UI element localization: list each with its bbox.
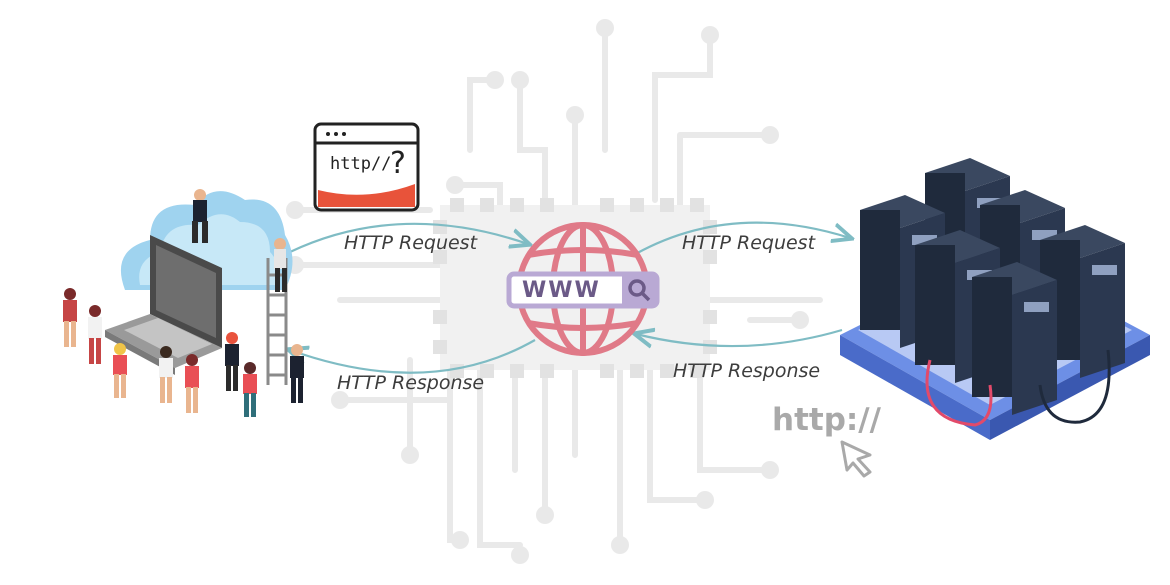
question-mark: ?: [390, 146, 406, 181]
magnifier-icon: [628, 279, 651, 302]
laptop-icon: [105, 235, 222, 375]
cables: [925, 349, 1111, 427]
arrow-request-left: [289, 222, 528, 253]
label-http-request-right: HTTP Request: [682, 232, 816, 254]
people-icons: [63, 189, 304, 417]
search-bar-text: WWW: [522, 278, 601, 303]
label-http-response-left: HTTP Response: [337, 372, 485, 394]
browser-card-text: http//: [330, 154, 392, 174]
arrow-response-right: [636, 330, 843, 346]
url-text: http://: [772, 402, 881, 438]
server-rack-icons: [860, 158, 1125, 415]
label-http-request-left: HTTP Request: [344, 232, 478, 254]
arrow-request-right: [631, 221, 850, 257]
arrow-response-left: [290, 339, 536, 374]
label-http-response-right: HTTP Response: [673, 360, 821, 382]
